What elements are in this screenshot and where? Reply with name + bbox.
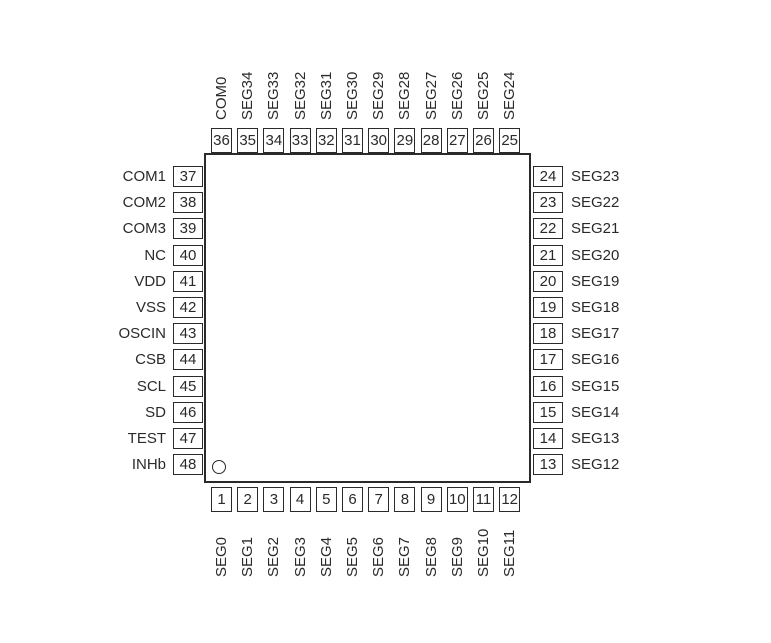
- pin-label-seg12: SEG12: [571, 456, 620, 474]
- pin-label-vss: VSS: [135, 299, 166, 316]
- pin-18: 18: [533, 323, 563, 345]
- pin-label-seg20: SEG20: [571, 246, 620, 264]
- pin-label-seg29: SEG29: [370, 71, 388, 120]
- pin-label-seg14: SEG14: [571, 403, 620, 421]
- pin-label-com3: COM3: [122, 220, 166, 238]
- pin-28: 28: [420, 128, 442, 153]
- pin-label-seg31: SEG31: [317, 71, 335, 120]
- pin-42: 42: [173, 297, 203, 318]
- pin-label-seg10: SEG10: [475, 528, 492, 577]
- pin-label-seg5: SEG5: [344, 536, 361, 577]
- pin-2: 2: [237, 487, 259, 512]
- pin-36: 36: [211, 128, 232, 153]
- pin-label-seg4: SEG4: [317, 536, 335, 577]
- pin-39: 39: [173, 218, 203, 240]
- pin-31: 31: [342, 128, 363, 153]
- pin-37: 37: [173, 166, 203, 187]
- pin-5: 5: [315, 487, 337, 512]
- pin-30: 30: [368, 128, 390, 153]
- pin-label-inhb: INHb: [131, 456, 166, 474]
- pin-9: 9: [420, 487, 442, 512]
- pin-10: 10: [446, 487, 468, 512]
- pin-22: 22: [533, 218, 563, 240]
- pin-label-seg18: SEG18: [571, 299, 620, 316]
- pin-label-seg27: SEG27: [422, 71, 440, 120]
- pin-14: 14: [533, 428, 563, 449]
- pin-label-csb: CSB: [135, 351, 166, 369]
- pin-3: 3: [263, 487, 285, 512]
- pin-15: 15: [533, 401, 563, 423]
- pin-label-seg19: SEG19: [571, 272, 620, 290]
- pin-label-test: TEST: [127, 430, 166, 447]
- pin-label-seg2: SEG2: [265, 536, 283, 577]
- pin-label-seg15: SEG15: [571, 377, 620, 395]
- pin-label-seg11: SEG11: [501, 529, 519, 577]
- pin-label-com2: COM2: [122, 194, 166, 212]
- pin1-indicator-dot: [212, 460, 226, 474]
- pin-12: 12: [499, 487, 521, 512]
- pin-label-seg13: SEG13: [571, 430, 620, 447]
- pin-19: 19: [533, 297, 563, 318]
- pin-25: 25: [499, 128, 521, 153]
- pin-13: 13: [533, 454, 563, 476]
- chip-body: [204, 153, 531, 483]
- pin-label-sd: SD: [145, 403, 166, 421]
- pin-1: 1: [211, 487, 232, 512]
- pin-label-seg16: SEG16: [571, 351, 620, 369]
- pin-24: 24: [533, 166, 563, 187]
- pin-40: 40: [173, 244, 203, 266]
- pin-35: 35: [237, 128, 259, 153]
- pin-label-com1: COM1: [122, 168, 166, 185]
- pin-32: 32: [315, 128, 337, 153]
- pin-label-seg6: SEG6: [370, 536, 388, 577]
- pin-label-seg33: SEG33: [265, 71, 283, 120]
- pin-label-nc: NC: [144, 246, 166, 264]
- pin-label-seg24: SEG24: [501, 71, 519, 120]
- pin-16: 16: [533, 375, 563, 397]
- pin-21: 21: [533, 244, 563, 266]
- pin-44: 44: [173, 349, 203, 371]
- pin-label-seg23: SEG23: [571, 168, 620, 185]
- pin-43: 43: [173, 323, 203, 345]
- pin-label-seg8: SEG8: [422, 536, 440, 577]
- pin-7: 7: [368, 487, 390, 512]
- pin-27: 27: [446, 128, 468, 153]
- pin-17: 17: [533, 349, 563, 371]
- pin-48: 48: [173, 454, 203, 476]
- pin-label-seg7: SEG7: [396, 536, 414, 577]
- pin-45: 45: [173, 375, 203, 397]
- pin-23: 23: [533, 192, 563, 214]
- pin-4: 4: [289, 487, 311, 512]
- pin-label-seg28: SEG28: [396, 71, 414, 120]
- pin-20: 20: [533, 270, 563, 292]
- pin-label-seg3: SEG3: [291, 536, 309, 577]
- pin-47: 47: [173, 428, 203, 449]
- pin-label-seg30: SEG30: [344, 71, 361, 120]
- pin-11: 11: [473, 487, 494, 512]
- pin-label-seg21: SEG21: [571, 220, 620, 238]
- pin-8: 8: [394, 487, 416, 512]
- pin-46: 46: [173, 401, 203, 423]
- pin-label-seg0: SEG0: [213, 536, 230, 577]
- pin-label-seg25: SEG25: [475, 71, 492, 120]
- pin-38: 38: [173, 192, 203, 214]
- pin-label-vdd: VDD: [134, 272, 166, 290]
- pin-label-seg32: SEG32: [291, 71, 309, 120]
- pin-label-seg22: SEG22: [571, 194, 620, 212]
- pin-label-seg17: SEG17: [571, 325, 620, 343]
- pin-label-scl: SCL: [136, 377, 166, 395]
- pin-41: 41: [173, 270, 203, 292]
- pin-6: 6: [342, 487, 363, 512]
- pin-29: 29: [394, 128, 416, 153]
- pin-label-oscin: OSCIN: [118, 325, 166, 343]
- pin-label-com0: COM0: [213, 76, 230, 120]
- pin-33: 33: [289, 128, 311, 153]
- pin-26: 26: [473, 128, 494, 153]
- pin-label-seg34: SEG34: [239, 71, 257, 120]
- pin-label-seg26: SEG26: [448, 71, 466, 120]
- pin-34: 34: [263, 128, 285, 153]
- pin-label-seg9: SEG9: [448, 536, 466, 577]
- pin-label-seg1: SEG1: [239, 536, 257, 577]
